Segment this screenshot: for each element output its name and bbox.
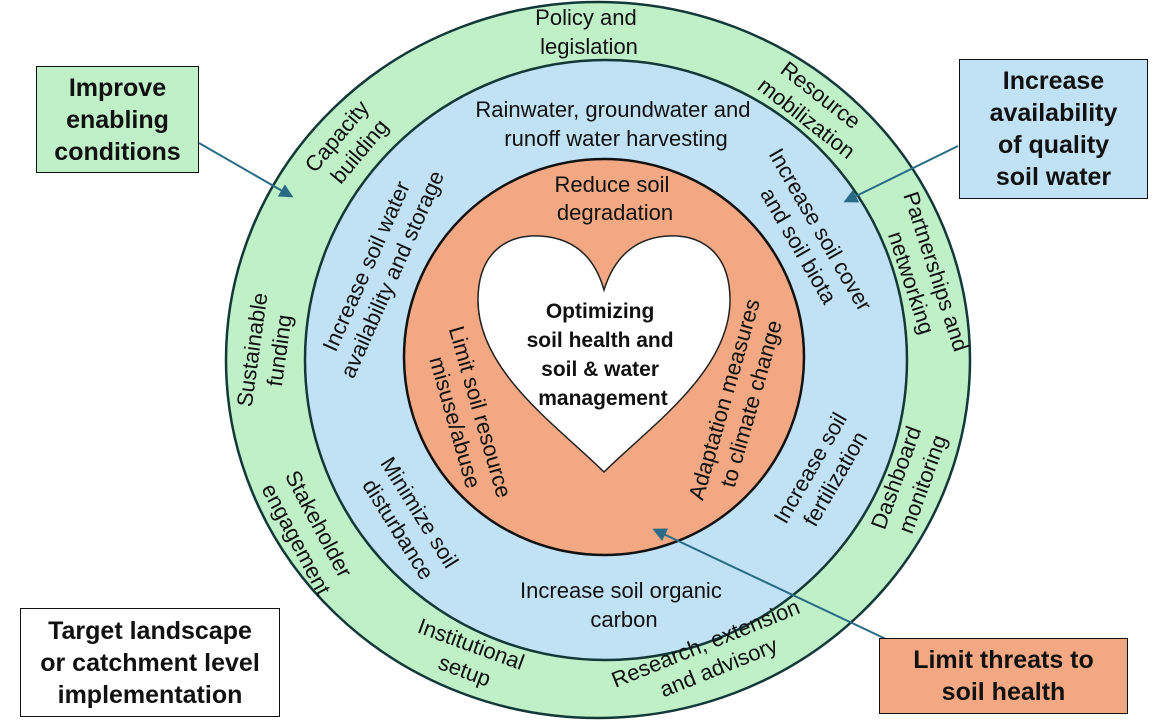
label-reduce-soil-degradation: Reduce soil degradation bbox=[554, 172, 675, 225]
label-soil-organic-carbon: Increase soil organic carbon bbox=[520, 578, 728, 632]
callout-line: availability bbox=[989, 99, 1118, 127]
label-line: legislation bbox=[540, 34, 638, 59]
callout-increase-availability: Increase availability of quality soil wa… bbox=[959, 59, 1148, 199]
callout-line: of quality bbox=[997, 131, 1110, 159]
center-line: soil & water bbox=[541, 358, 659, 381]
center-line: management bbox=[538, 387, 668, 410]
arrow-quality-soil-water bbox=[843, 145, 959, 203]
callout-line: soil health bbox=[941, 678, 1066, 706]
heart-shape bbox=[477, 235, 731, 474]
label-line: Rainwater, groundwater and bbox=[475, 97, 750, 122]
arrow-enabling-conditions bbox=[198, 142, 294, 198]
callout-line: Improve bbox=[68, 73, 167, 102]
center-line: soil health and bbox=[527, 329, 674, 352]
label-line: Increase soil organic bbox=[520, 578, 722, 603]
arrow-limit-threats bbox=[652, 528, 889, 641]
label-line: runoff water harvesting bbox=[504, 126, 727, 151]
callout-limit-threats: Limit threats to soil health bbox=[879, 638, 1128, 714]
callout-improve-enabling-conditions: Improve enabling conditions bbox=[36, 66, 199, 173]
callout-target-landscape: Target landscape or catchment level impl… bbox=[20, 608, 280, 717]
callout-line: soil water bbox=[995, 163, 1112, 191]
label-line: Reduce soil bbox=[554, 172, 669, 197]
label-line: carbon bbox=[590, 607, 657, 632]
label-line: Policy and bbox=[535, 5, 637, 30]
callout-line: enabling bbox=[66, 105, 169, 134]
label-policy-legislation: Policy and legislation bbox=[535, 5, 643, 59]
center-title: Optimizing soil health and soil & water … bbox=[527, 300, 680, 410]
callout-line: Limit threats to bbox=[913, 646, 1094, 674]
label-line: degradation bbox=[557, 200, 673, 225]
center-line: Optimizing bbox=[546, 300, 655, 323]
label-water-harvesting: Rainwater, groundwater and runoff water … bbox=[475, 97, 756, 151]
callout-line: Target landscape bbox=[48, 616, 252, 645]
callout-line: or catchment level bbox=[40, 648, 260, 677]
callout-line: Increase bbox=[1002, 67, 1105, 95]
callout-line: implementation bbox=[57, 680, 243, 709]
callout-line: conditions bbox=[54, 137, 181, 166]
